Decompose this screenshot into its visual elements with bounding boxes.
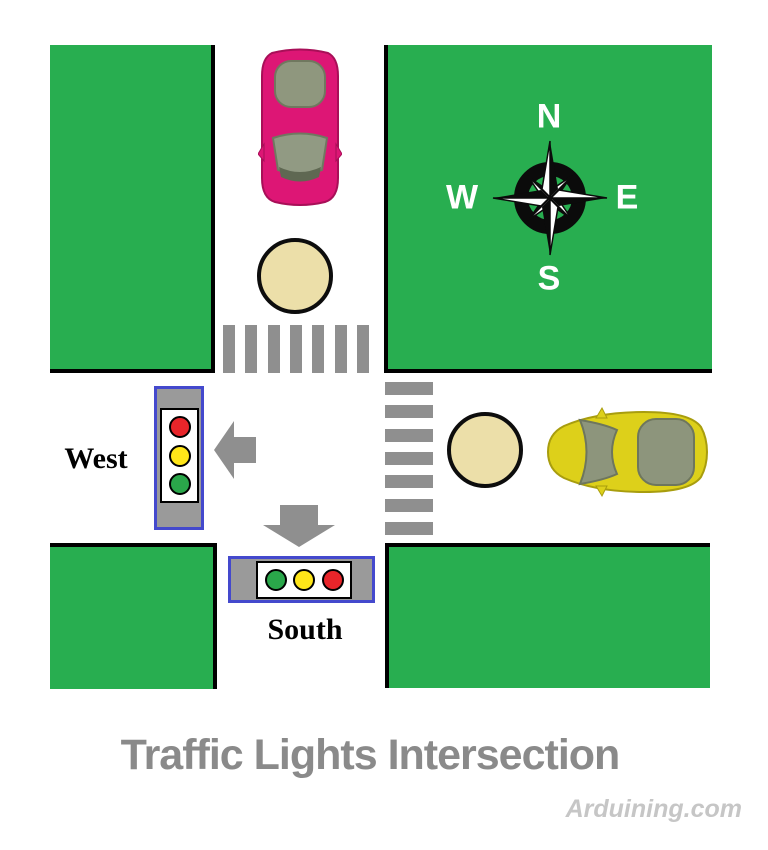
traffic-light-south-lens-box: [256, 561, 352, 599]
south-label: South: [267, 613, 343, 646]
crosswalk-stripe: [385, 521, 433, 535]
crosswalk-stripe: [245, 325, 258, 373]
pink-car-icon: [258, 48, 342, 206]
sensor-circle-east: [447, 412, 523, 488]
crosswalk-stripe: [385, 428, 433, 442]
west-label: West: [64, 442, 128, 475]
crosswalk-stripe: [312, 325, 325, 373]
grass-block-southeast: [385, 543, 710, 688]
sensor-circle-north: [257, 238, 333, 314]
grass-block-northwest: [50, 45, 215, 373]
crosswalk-stripe: [385, 498, 433, 512]
traffic-light-west: [154, 386, 204, 530]
crosswalk-stripe: [289, 325, 302, 373]
traffic-light-south: [228, 556, 375, 603]
yellow-car-icon: [546, 406, 709, 498]
compass-label-west: W: [445, 178, 479, 217]
yellow-light-bulb: [168, 444, 191, 467]
compass-label-south: S: [537, 259, 561, 298]
crosswalk-stripe: [385, 405, 433, 419]
crosswalk-stripe: [385, 382, 433, 395]
down-arrow-icon: [263, 505, 335, 547]
diagram-title: Traffic Lights Intersection: [120, 731, 621, 779]
crosswalk-east: [385, 382, 433, 535]
compass-label-north: N: [536, 97, 562, 136]
crosswalk-stripe: [334, 325, 347, 373]
crosswalk-stripe: [385, 475, 433, 489]
crosswalk-stripe: [385, 451, 433, 465]
left-arrow-icon: [214, 421, 256, 479]
grass-block-southwest: [50, 543, 217, 689]
red-light-bulb: [168, 416, 191, 439]
watermark-text: Arduining.com: [565, 795, 742, 823]
green-light-bulb: [264, 569, 287, 591]
compass-major-points: [492, 140, 608, 256]
compass-rose-icon: [492, 140, 608, 256]
crosswalk-stripe: [267, 325, 280, 373]
compass-label-east: E: [615, 178, 639, 217]
crosswalk-north: [223, 325, 369, 373]
red-light-bulb: [321, 569, 344, 591]
crosswalk-stripe: [223, 325, 235, 373]
crosswalk-stripe: [356, 325, 369, 373]
yellow-light-bulb: [293, 569, 315, 591]
green-light-bulb: [168, 472, 191, 495]
traffic-light-west-lens-box: [160, 408, 199, 503]
